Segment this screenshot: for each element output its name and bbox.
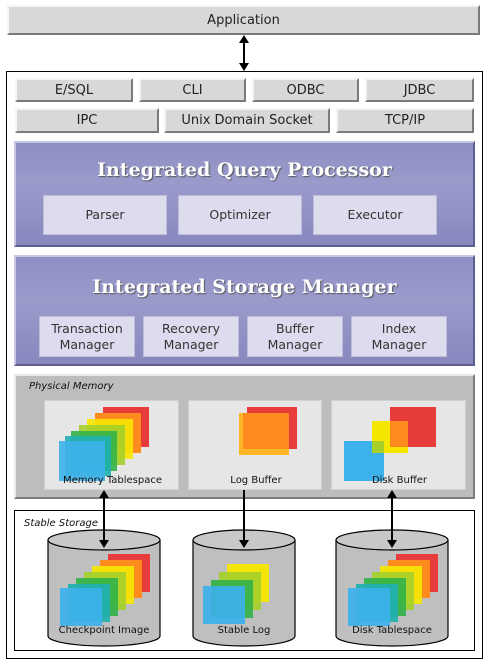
interface-unix-domain-socket: Unix Domain Socket (164, 108, 330, 133)
memory-tablespace-box: Memory Tablespace (44, 400, 179, 490)
module-line: Recovery (162, 321, 220, 336)
storage-manager-title: Integrated Storage Manager (92, 276, 397, 298)
interface-ipc: IPC (15, 108, 159, 133)
module-line: Manager (371, 337, 427, 352)
log-arrow (239, 490, 249, 548)
disk-tablespace-disk (335, 529, 449, 647)
module-line: Transaction (51, 321, 123, 336)
log-buffer-pages (239, 407, 297, 455)
system-frame (6, 71, 483, 659)
optimizer-module: Optimizer (178, 195, 302, 235)
module-line: Manager (267, 337, 323, 352)
memory-tablespace-label: Memory Tablespace (62, 474, 163, 486)
interface-jdbc: JDBC (365, 78, 474, 102)
log-buffer-box: Log Buffer (188, 400, 322, 490)
interface-esql: E/SQL (15, 78, 133, 102)
checkpoint-arrow (99, 490, 109, 548)
storage-manager-panel: Integrated Storage Manager Transaction M… (14, 255, 475, 366)
checkpoint-image-label: Checkpoint Image (58, 624, 150, 636)
interface-label: IPC (76, 113, 98, 128)
memory-tablespace-pages (59, 407, 149, 481)
stable-log-disk (192, 529, 296, 647)
interface-label: E/SQL (54, 82, 94, 98)
disk-tablespace-label: Disk Tablespace (352, 624, 432, 636)
interface-label: ODBC (286, 82, 325, 98)
interface-tcpip: TCP/IP (336, 108, 474, 133)
module-line: Manager (163, 337, 219, 352)
application-box: Application (7, 5, 480, 35)
parser-module: Parser (43, 195, 167, 235)
index-manager-module: Index Manager (351, 316, 447, 357)
log-buffer-label: Log Buffer (230, 474, 282, 486)
stable-storage-title: Stable Storage (24, 518, 98, 529)
interface-label: TCP/IP (384, 113, 426, 128)
interface-cli: CLI (139, 78, 246, 102)
application-label: Application (207, 12, 280, 28)
disk-buffer-pages (344, 407, 436, 481)
module-line: Manager (59, 337, 115, 352)
disk-arrow (387, 490, 397, 548)
module-line: Index (381, 321, 417, 336)
buffer-manager-module: Buffer Manager (247, 316, 343, 357)
recovery-manager-module: Recovery Manager (143, 316, 239, 357)
module-line: Buffer (276, 321, 314, 336)
disk-buffer-label: Disk Buffer (371, 474, 427, 486)
application-arrow (239, 35, 249, 71)
physical-memory-title: Physical Memory (29, 381, 114, 392)
interface-label: CLI (182, 82, 203, 98)
executor-module: Executor (313, 195, 437, 235)
interface-label: JDBC (403, 82, 436, 98)
interface-label: Unix Domain Socket (181, 113, 313, 128)
query-processor-title: Integrated Query Processor (97, 159, 392, 181)
physical-memory-panel: Physical Memory Memory Tablespace Log Bu… (14, 374, 475, 499)
interface-odbc: ODBC (252, 78, 359, 102)
disk-buffer-box: Disk Buffer (331, 400, 466, 490)
stable-log-label: Stable Log (217, 624, 271, 636)
transaction-manager-module: Transaction Manager (39, 316, 135, 357)
query-processor-panel: Integrated Query Processor Parser Optimi… (14, 141, 475, 247)
